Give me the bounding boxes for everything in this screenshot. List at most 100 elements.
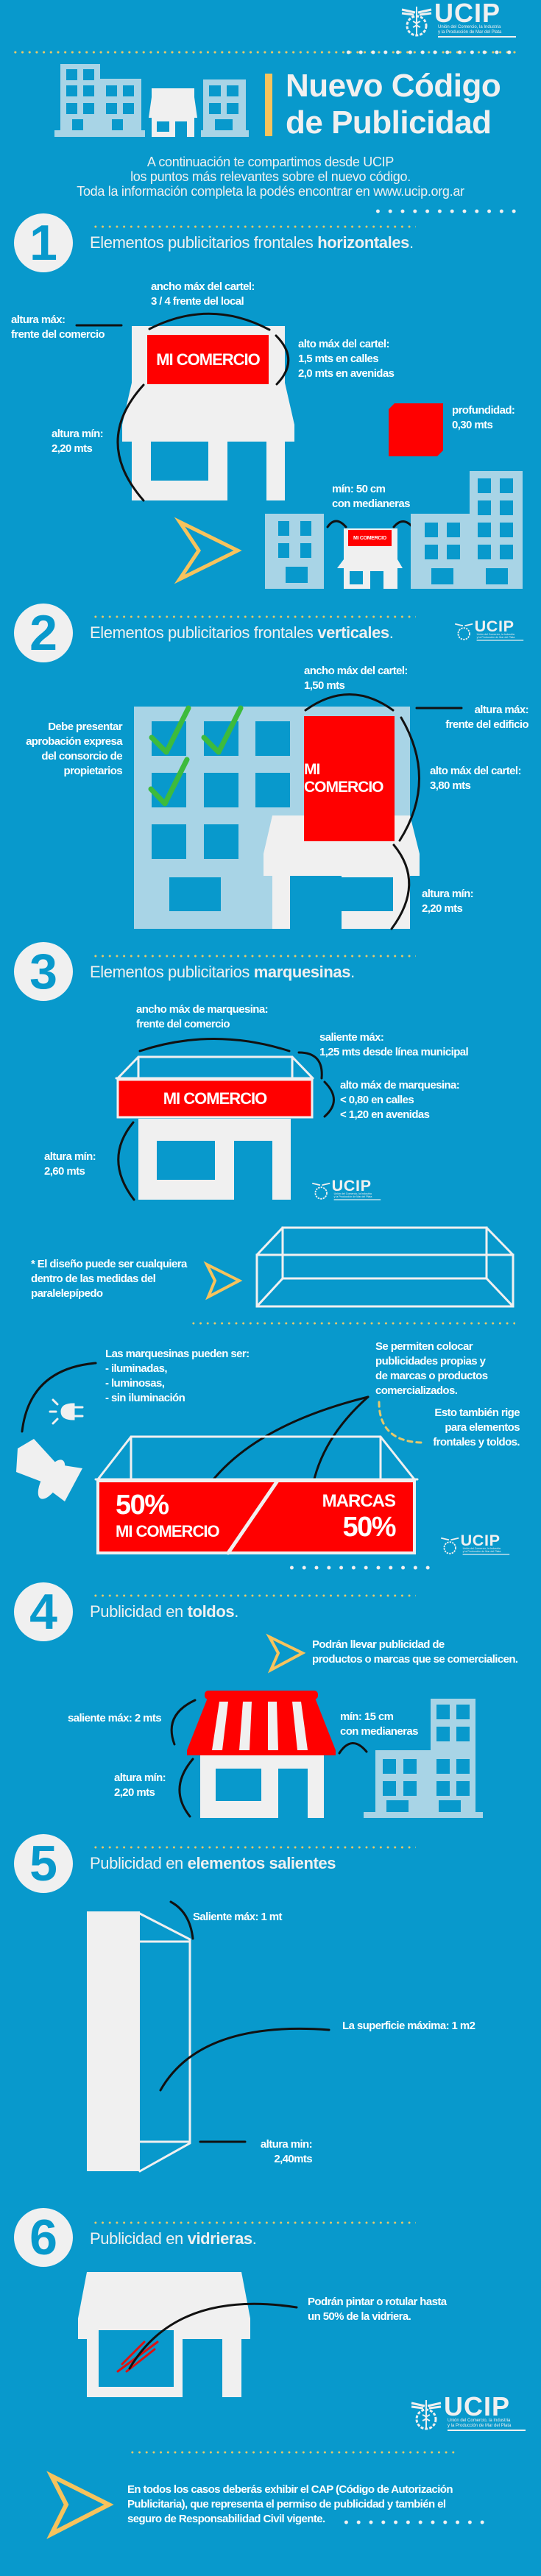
- marquee-frame: [115, 1055, 314, 1080]
- label-max-height: altura máx: frente del edificio: [445, 704, 528, 731]
- label-advertising-allowed: Se permiten colocar publicidades propias…: [375, 1340, 488, 1397]
- page-title-line2: de Publicidad: [286, 105, 492, 141]
- sign-text: MI COMERCIO: [304, 761, 384, 796]
- label-max-height: altura máx: frente del comercio: [11, 314, 105, 341]
- label-max-sign-height: alto máx del cartel: 3,80 mts: [430, 765, 521, 792]
- divider-dots: [129, 2451, 456, 2454]
- divider-dots: [190, 1322, 515, 1325]
- header-buildings-icon: [54, 64, 249, 137]
- check-icon: [148, 757, 190, 807]
- section-dots: [92, 1846, 416, 1849]
- arrow-icon: [174, 517, 242, 584]
- measure-lines-3: [117, 1038, 335, 1201]
- marquee-sign: [116, 1078, 314, 1119]
- section-dots: [92, 615, 416, 618]
- section-number-badge: 4: [14, 1582, 73, 1641]
- label-projection: saliente máx: 2 mts: [68, 1712, 162, 1724]
- divider-dots: [372, 209, 519, 213]
- check-icon: [201, 705, 244, 755]
- sign-text-small: MI COMERCIO: [353, 535, 386, 541]
- arrow-icon: [46, 2471, 114, 2539]
- intro-line: Toda la información completa la podés en…: [77, 184, 464, 199]
- wall-panel: [87, 1911, 140, 2171]
- section-dots: [92, 955, 416, 958]
- ucip-emblem-icon: [441, 1537, 459, 1554]
- label-marquee-types: Las marquesinas pueden ser: - iluminadas…: [105, 1348, 250, 1404]
- measure-lines-5: [159, 1900, 330, 2143]
- marquee-frame-2: [94, 1435, 419, 1481]
- divider-dots: [342, 50, 519, 54]
- label-min-height: altura mín: 2,60 mts: [44, 1150, 96, 1178]
- awning-store: [187, 1691, 336, 1818]
- label-party-wall: mín: 15 cm con medianeras: [340, 1710, 418, 1738]
- check-icons: [148, 705, 244, 807]
- measure-lines-2: [304, 693, 463, 930]
- label-party-wall: mín: 50 cm con medianeras: [332, 483, 410, 510]
- label-projection: saliente máx: 1,25 mts desde línea munic…: [319, 1031, 469, 1058]
- label-max-marquee-height: alto máx de marquesina: < 0,80 en calles…: [340, 1079, 460, 1121]
- section-dots: [92, 2221, 416, 2224]
- page-title-line1: Nuevo Código: [286, 68, 501, 104]
- parallelepiped-wireframe: [255, 1226, 515, 1308]
- section-number-badge: 2: [14, 604, 73, 662]
- shop-window-store: [78, 2272, 250, 2397]
- label-awning-advertising: Podrán llevar publicidad de productos o …: [312, 1638, 518, 1666]
- sign-depth-box: [389, 403, 443, 456]
- ucip-emblem-icon: [455, 623, 473, 640]
- building-vertical-sign: [134, 707, 420, 929]
- label-max-width: ancho máx de marquesina: frente del come…: [136, 1003, 269, 1030]
- label-design-note: * El diseño puede ser cualquiera dentro …: [31, 1258, 187, 1300]
- label-depth: profundidad: 0,30 mts: [452, 404, 515, 431]
- dashed-connector: [378, 1401, 422, 1444]
- shared-marquee-sign: [96, 1479, 416, 1554]
- footer-note: En todos los casos deberás exhibir el CA…: [127, 2483, 453, 2525]
- storefront-horizontal-sign: [122, 326, 294, 500]
- share-brands-percent: 50%: [342, 1512, 396, 1543]
- divider-dots: [340, 2520, 491, 2524]
- arrow-icon: [203, 1261, 243, 1301]
- label-min-height: altura mín: 2,20 mts: [52, 428, 104, 455]
- ucip-emblem-icon: [411, 2400, 442, 2430]
- label-min-height: altura mín: 2,20 mts: [422, 888, 474, 915]
- sign-text: MI COMERCIO: [163, 1089, 268, 1108]
- plug-icon: [49, 1398, 84, 1425]
- neighbor-building: [364, 1699, 483, 1818]
- measure-line-6: [128, 2302, 298, 2370]
- title-accent-bar: [265, 74, 272, 136]
- divider-dots: [12, 50, 517, 54]
- sign-text: MI COMERCIO: [156, 350, 261, 369]
- section-title: Elementos publicitarios frontales vertic…: [90, 623, 394, 642]
- label-max-width: ancho máx del cartel: 3 / 4 frente del l…: [151, 280, 255, 308]
- measure-lines-1: [75, 312, 415, 530]
- section-dots: [92, 225, 416, 228]
- intro-line: los puntos más relevantes sobre el nuevo…: [130, 169, 411, 184]
- section-title: Elementos publicitarios marquesinas.: [90, 963, 355, 981]
- label-consortium-approval: Debe presentar aprobación expresa del co…: [26, 721, 123, 777]
- label-also-applies: Esto también rige para elementos frontal…: [433, 1406, 520, 1448]
- arrow-icon: [266, 1633, 306, 1674]
- intro-line: A continuación te compartimos desde UCIP: [146, 155, 395, 169]
- label-projection: Saliente máx: 1 mt: [193, 1911, 283, 1923]
- label-max-sign-height: alto máx del cartel: 1,5 mts en calles 2…: [298, 338, 395, 380]
- ucip-emblem-icon: [312, 1182, 330, 1200]
- section-title: Publicidad en elementos salientes: [90, 1854, 336, 1872]
- spotlight-icon: [16, 1439, 82, 1501]
- share-own-percent: 50%: [116, 1490, 169, 1521]
- section-dots: [92, 1594, 416, 1597]
- share-brands-label: MARCAS: [322, 1491, 396, 1511]
- section-number-badge: 1: [14, 213, 73, 272]
- marquee-store: [138, 1119, 291, 1200]
- sign-divider: [226, 1479, 280, 1555]
- section-title: Elementos publicitarios frontales horizo…: [90, 233, 414, 252]
- section-title: Publicidad en toldos.: [90, 1602, 238, 1621]
- check-icon: [149, 705, 191, 755]
- street-buildings: [265, 471, 523, 589]
- projecting-sign-prism: [138, 1912, 191, 2173]
